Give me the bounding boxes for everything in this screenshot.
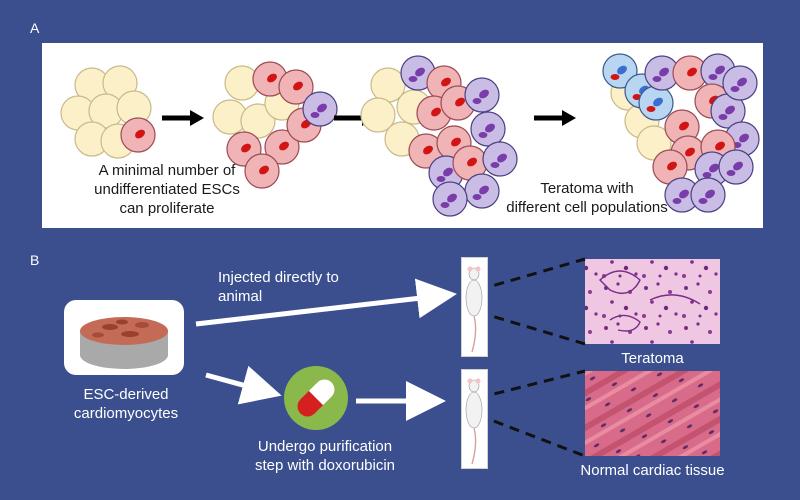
mouse-box-teratoma xyxy=(461,257,488,357)
undifferentiated-caption: A minimal number of undifferentiated ESC… xyxy=(72,161,262,218)
neural-cell xyxy=(482,141,518,177)
cardiac-cell xyxy=(278,69,314,105)
cardiac-cell xyxy=(244,153,280,189)
neural-cell xyxy=(690,177,726,213)
neural-cell xyxy=(464,77,500,113)
purification-label: Undergo purification step with doxorubic… xyxy=(240,437,410,475)
neural-cell xyxy=(664,177,700,213)
undifferentiated-cell xyxy=(360,97,396,133)
panel-a-box: A minimal number of undifferentiated ESC… xyxy=(42,43,763,228)
cardiac-cell xyxy=(264,129,300,165)
pill-icon xyxy=(284,366,348,430)
undifferentiated-caption-line-2: undifferentiated ESCs xyxy=(94,181,240,198)
teratoma-caption: Teratoma with different cell populations xyxy=(487,179,687,217)
mouse-icon xyxy=(465,266,483,353)
teratoma-tissue-image xyxy=(585,259,720,344)
cardiac-cell xyxy=(408,133,444,169)
teratoma-label: Teratoma xyxy=(621,350,684,367)
injected-label-line-1: Injected directly to xyxy=(218,269,339,286)
normal-cardiac-label: Normal cardiac tissue xyxy=(580,462,725,479)
cardiac-tissue-image xyxy=(585,371,720,456)
source-label-line-1: ESC-derived xyxy=(83,386,169,403)
cell-proliferation-diagram xyxy=(60,53,760,217)
neural-cell xyxy=(700,53,736,89)
panel-a-label: A xyxy=(30,20,40,36)
purification-label-line-2: step with doxorubicin xyxy=(254,457,396,474)
cardiac-cell xyxy=(452,145,488,181)
cardiac-cell xyxy=(664,109,700,145)
petri-dish-icon xyxy=(64,300,184,375)
mouse-icon xyxy=(465,378,483,465)
neural-cell xyxy=(470,111,506,147)
epithelial-cell xyxy=(638,85,674,121)
mouse-box-normal xyxy=(461,369,488,469)
injected-label: Injected directly to animal xyxy=(218,268,368,306)
epithelial-cell xyxy=(602,53,638,89)
undifferentiated-cell xyxy=(240,103,276,139)
neural-cell xyxy=(710,93,746,129)
source-label-line-2: cardiomyocytes xyxy=(73,405,179,422)
panel-b-label: B xyxy=(30,252,40,268)
cardiac-cell xyxy=(120,117,156,153)
teratoma-caption-line-1: Teratoma with xyxy=(540,180,634,197)
undifferentiated-caption-line-1: A minimal number of xyxy=(98,162,236,179)
progression-arrowhead xyxy=(562,110,576,126)
neural-cell xyxy=(302,91,338,127)
neural-cell xyxy=(718,149,754,185)
teratoma-caption-line-2: different cell populations xyxy=(506,199,668,216)
undifferentiated-caption-line-3: can proliferate xyxy=(119,200,215,217)
injected-label-line-2: animal xyxy=(218,288,263,305)
to-purification-arrow xyxy=(205,365,282,405)
neural-cell xyxy=(722,65,758,101)
source-label: ESC-derived cardiomyocytes xyxy=(56,385,196,423)
progression-arrowhead xyxy=(190,110,204,126)
neural-cell xyxy=(432,181,468,217)
purification-label-line-1: Undergo purification xyxy=(257,438,393,455)
